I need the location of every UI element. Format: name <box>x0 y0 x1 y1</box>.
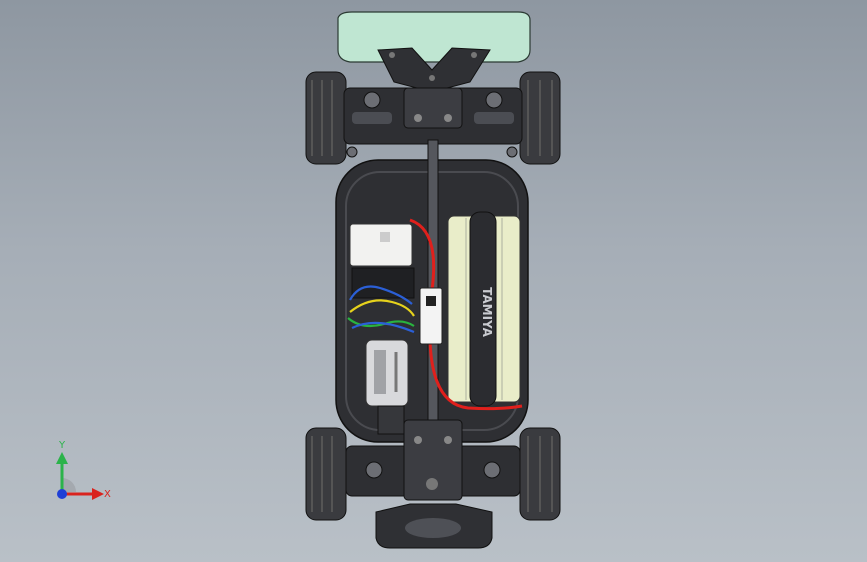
front-body-shell <box>337 11 531 63</box>
wiring-harness <box>347 218 523 411</box>
battery-logo: TAMIYA <box>480 287 494 337</box>
front-bumper-mount <box>377 47 491 93</box>
electric-motor <box>365 339 409 435</box>
y-axis-label: Y <box>58 440 66 451</box>
battery-pack: TAMIYA <box>447 211 521 407</box>
rear-right-wheel <box>519 427 561 521</box>
front-left-wheel <box>305 71 347 165</box>
x-axis-label: X <box>104 489 111 500</box>
y-axis-arrow <box>56 452 68 464</box>
x-axis-arrow <box>92 488 104 500</box>
rear-left-wheel <box>305 427 347 521</box>
power-connector <box>419 287 443 345</box>
receiver-esc-unit <box>349 223 415 299</box>
z-axis-origin <box>57 489 67 499</box>
axis-triad: Y X <box>56 440 111 500</box>
front-right-wheel <box>519 71 561 165</box>
